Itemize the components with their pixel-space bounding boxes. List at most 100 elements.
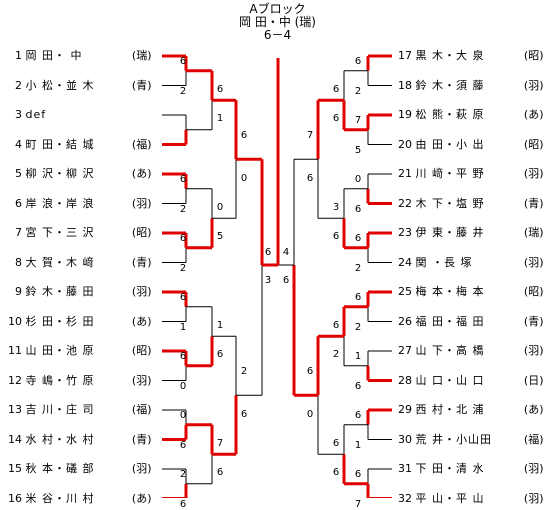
match-score: 1 — [216, 112, 224, 124]
right-entry: 23 伊 東・藤 井(瑞) — [392, 227, 544, 239]
match-score: 6 — [216, 348, 224, 360]
match-score: 6 — [354, 380, 362, 392]
seed-number: 17 — [398, 49, 412, 62]
match-score: 5 — [216, 230, 224, 242]
right-entry: 21 川 﨑・平 野 (羽) — [392, 168, 544, 180]
left-entry: 6 岸 浪・岸 浪(羽) — [4, 196, 152, 210]
club-name: (福) — [131, 403, 152, 416]
club-name: (昭) — [523, 285, 544, 298]
match-score: 0 — [179, 380, 187, 392]
right-entry: 20 由 田・小 出(昭) — [392, 137, 544, 151]
seed-number: 1 — [15, 49, 22, 62]
match-score: 1 — [354, 351, 362, 362]
match-score: 7 — [306, 130, 314, 142]
pair-name: 米 谷・川 村 — [25, 491, 95, 505]
club-name: (日) — [523, 373, 544, 387]
match-score: 6 — [240, 409, 248, 421]
club-name: (青) — [523, 196, 544, 210]
pair-name: 山 下・高 橋 — [415, 344, 485, 357]
pair-name: 松 熊・萩 原 — [415, 108, 485, 121]
match-score: 6 — [282, 275, 290, 286]
pair-name: 鈴 木・藤 田 — [25, 285, 95, 298]
seed-number: 20 — [398, 137, 412, 151]
pair-name: 荒 井・小山田 — [415, 432, 492, 446]
club-name: (あ) — [131, 314, 152, 328]
club-name: (青) — [131, 78, 152, 92]
seed-number: 8 — [15, 255, 22, 269]
seed-number: 4 — [15, 137, 22, 151]
match-score: 0 — [216, 201, 224, 213]
match-score: 6 — [179, 56, 187, 67]
club-name: (瑞) — [131, 49, 152, 62]
club-name: (羽) — [131, 373, 152, 387]
left-entry: 2 小 松・並 木(青) — [4, 78, 152, 92]
club-name: (昭) — [523, 137, 544, 151]
match-score: 1 — [354, 439, 362, 451]
pair-name: 黒 木・大 泉 — [415, 49, 485, 62]
match-score: 2 — [332, 348, 340, 360]
final-score: 6－4 — [263, 28, 292, 42]
match-score: 0 — [354, 174, 362, 185]
seed-number: 30 — [398, 432, 412, 446]
match-score: 7 — [354, 115, 362, 126]
club-name: (瑞) — [523, 226, 544, 239]
pair-name: 川 﨑・平 野 — [415, 167, 485, 180]
left-entry: 13 吉 川・庄 司 (福) — [4, 404, 152, 416]
match-score: 2 — [354, 321, 362, 333]
left-entry: 7 宮 下・三 沢(昭) — [4, 227, 152, 239]
club-name: (羽) — [523, 78, 544, 92]
right-entry: 22 木 下・塩 野(青) — [392, 196, 544, 210]
match-score: 6 — [179, 233, 187, 244]
left-entry: 5 柳 沢・柳 沢(あ) — [4, 168, 152, 180]
match-score: 6 — [332, 437, 340, 449]
match-score: 6 — [264, 247, 272, 258]
seed-number: 22 — [398, 196, 412, 210]
right-entry: 26 福 田・福 田(青) — [392, 314, 544, 328]
club-name: (昭) — [523, 49, 544, 62]
club-name: (羽) — [523, 255, 544, 269]
right-entry: 28 山 口・山 口(日) — [392, 373, 544, 387]
match-score: 6 — [332, 83, 340, 95]
seed-number: 31 — [398, 462, 412, 475]
match-score: 6 — [240, 130, 248, 142]
club-name: (羽) — [523, 167, 544, 180]
seed-number: 12 — [8, 373, 22, 387]
right-entry: 19 松 熊・萩 原(あ) — [392, 109, 544, 121]
seed-number: 26 — [398, 314, 412, 328]
left-entry: 8 大 賀・木 﨑(青) — [4, 255, 152, 269]
seed-number: 13 — [8, 403, 22, 416]
pair-name: 大 賀・木 﨑 — [25, 255, 95, 269]
pair-name: 吉 川・庄 司 — [25, 403, 95, 416]
club-name: (福) — [523, 432, 544, 446]
match-score: 6 — [179, 292, 187, 303]
seed-number: 21 — [398, 167, 412, 180]
right-entry: 27 山 下・高 橋(羽) — [392, 345, 544, 357]
right-entry: 17 黒 木・大 泉 (昭) — [392, 50, 544, 62]
match-score: 2 — [179, 203, 187, 215]
seed-number: 11 — [8, 344, 22, 357]
club-name: (青) — [131, 432, 152, 446]
match-score: 0 — [240, 173, 248, 185]
seed-number: 3 — [15, 108, 22, 121]
pair-name: 杉 田・杉 田 — [25, 314, 95, 328]
match-score: 6 — [216, 466, 224, 478]
club-name: (羽) — [131, 196, 152, 210]
pair-name: 山 田・池 原 — [25, 344, 95, 357]
seed-number: 16 — [8, 491, 22, 505]
seed-number: 24 — [398, 255, 412, 269]
match-score: 6 — [179, 174, 187, 185]
left-entry: 16 米 谷・川 村(あ) — [4, 491, 152, 505]
left-entry: 3 def — [4, 109, 152, 121]
pair-name: 福 田・福 田 — [415, 314, 485, 328]
left-entry: 1 岡 田・ 中(瑞) — [4, 50, 152, 62]
pair-name: 関 ・長 塚 — [415, 255, 473, 269]
match-score: 6 — [332, 466, 340, 478]
right-entry: 25 梅 本・梅 本(昭) — [392, 286, 544, 298]
pair-name: def — [25, 108, 47, 121]
seed-number: 10 — [8, 314, 22, 328]
club-name: (羽) — [131, 462, 152, 475]
pair-name: 山 口・山 口 — [415, 373, 485, 387]
right-entry: 32 平 山・平 山(羽) — [392, 492, 544, 505]
club-name: (羽) — [523, 344, 544, 357]
bracket-header: Aブロック 岡 田・中 (瑞) 6－4 — [0, 3, 555, 42]
